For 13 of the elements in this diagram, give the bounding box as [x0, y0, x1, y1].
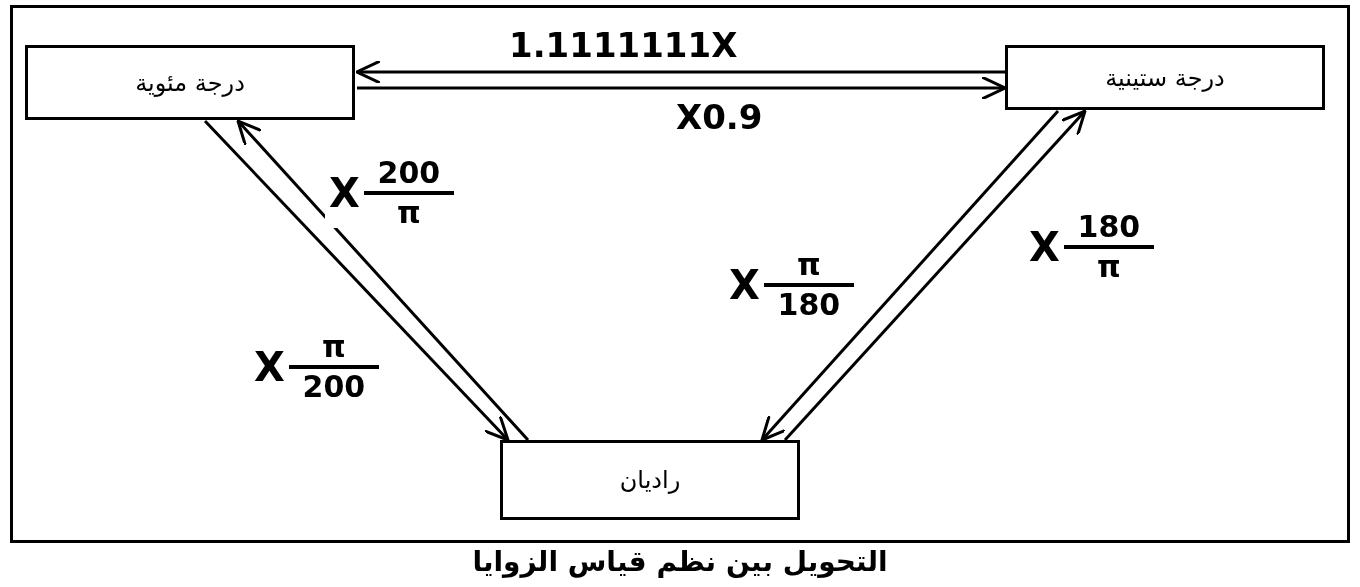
arrow — [203, 119, 510, 442]
node-label: راديان — [619, 465, 681, 496]
arrow — [357, 75, 1007, 101]
arrow — [236, 119, 530, 441]
process-box — [500, 440, 800, 520]
node-label: درجة ستينية — [1105, 62, 1225, 94]
arrow — [783, 109, 1087, 441]
process-box — [25, 45, 355, 120]
node-label: درجة مئوية — [135, 67, 245, 99]
arrow — [760, 110, 1060, 442]
arrow — [355, 59, 1005, 85]
caption: التحويل بين نظم قياس الزوايا — [471, 548, 889, 576]
process-box — [1005, 45, 1325, 110]
